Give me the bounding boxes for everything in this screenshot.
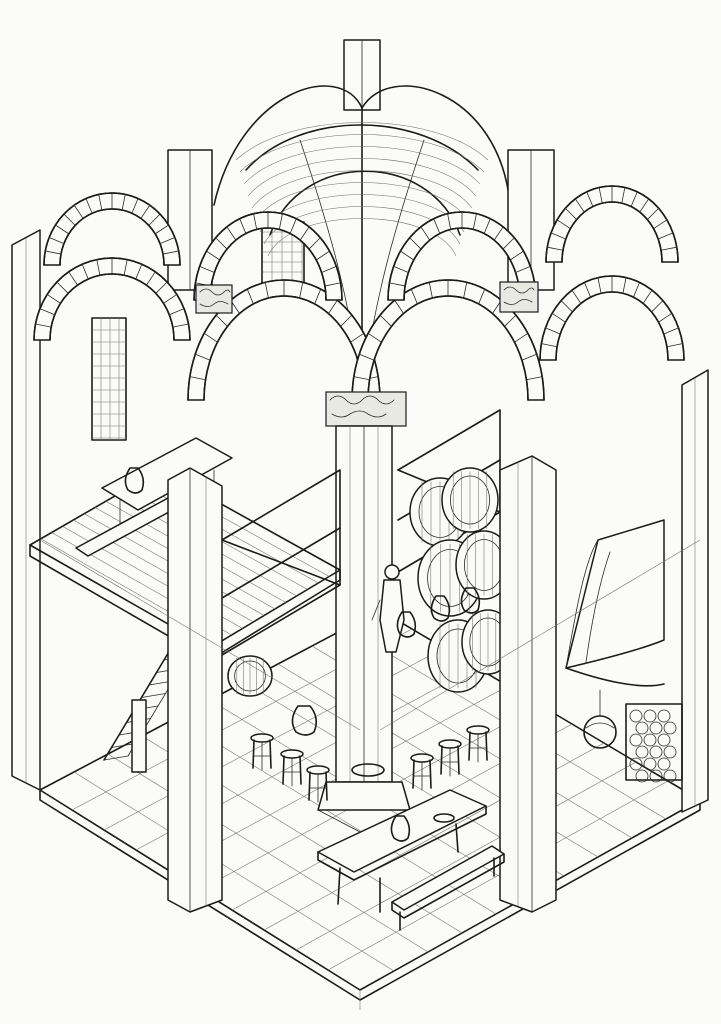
bar-stool-icon <box>466 725 490 763</box>
stone-arch-icon <box>351 279 545 401</box>
stone-arch-icon <box>545 185 679 263</box>
bar-stool-group <box>250 725 490 803</box>
bar-stool-icon <box>306 765 330 803</box>
left-wall-icon <box>11 229 41 791</box>
stone-arch-icon <box>33 257 191 341</box>
trestle-table-icon <box>317 789 487 913</box>
bench-icon <box>391 845 505 931</box>
jug-icon <box>390 815 411 842</box>
construction-lines-icon <box>39 539 701 1010</box>
stone-arch-group <box>33 185 685 401</box>
stone-arch-icon <box>193 211 343 301</box>
right-wall-icon <box>681 369 709 813</box>
carved-capital-icon <box>325 391 407 427</box>
carved-capital-icon <box>499 281 539 313</box>
wine-barrel-icon <box>441 467 499 533</box>
stone-arch-icon <box>43 192 181 266</box>
lattice-window-icon <box>91 317 127 441</box>
fireplace-hood-icon <box>565 519 665 749</box>
mezzanine-floor-icon <box>29 437 341 661</box>
carved-capital-icon <box>195 284 233 314</box>
bar-stool-icon <box>438 739 462 777</box>
stone-arch-icon <box>187 279 381 401</box>
stone-arch-icon <box>539 275 685 361</box>
bar-stool-icon <box>280 749 304 787</box>
jug-icon <box>124 467 481 736</box>
firewood-stack-icon <box>625 703 683 783</box>
standing-figure-icon <box>371 564 405 653</box>
wine-barrel-icon <box>227 655 273 697</box>
square-pillar-icon <box>499 455 557 913</box>
square-pillar-icon <box>167 467 223 913</box>
bar-stool-icon <box>410 753 434 791</box>
bar-stool-icon <box>250 733 274 771</box>
